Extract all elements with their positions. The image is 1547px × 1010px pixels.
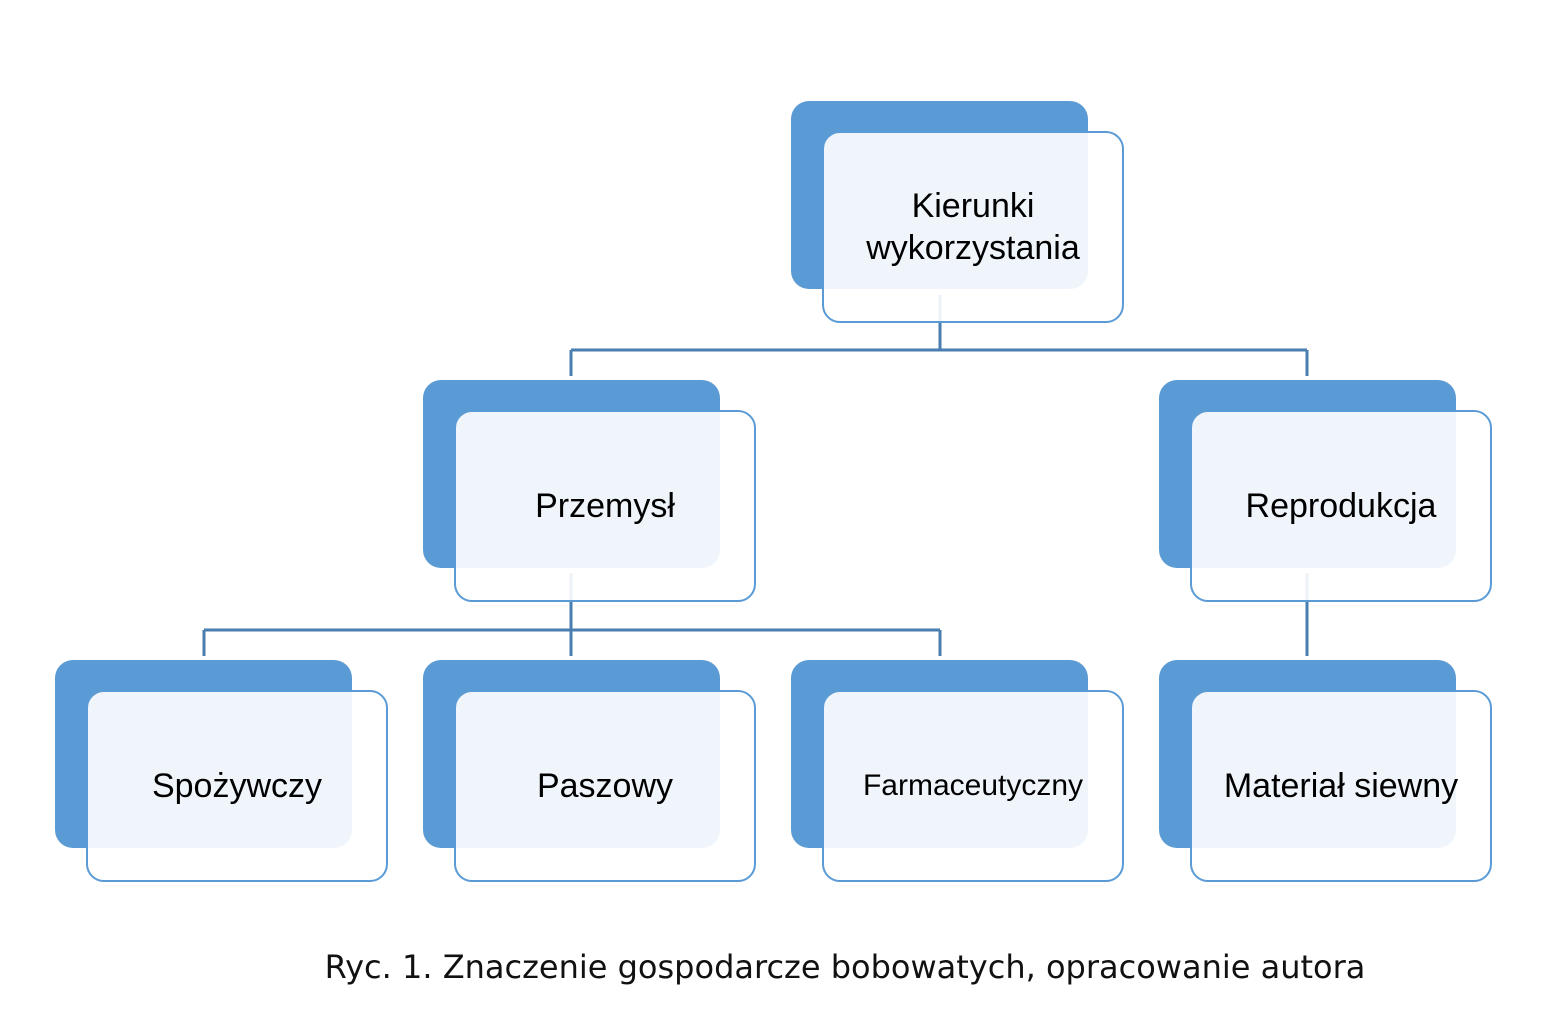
node-label: Materiał siewny (1223, 766, 1459, 805)
node-industry: Przemysł (423, 380, 756, 602)
node-pharma: Farmaceutyczny (791, 660, 1124, 882)
node-food: Spożywczy (55, 660, 388, 882)
node-label: Przemysł (535, 486, 675, 525)
figure-caption: Ryc. 1. Znaczenie gospodarcze bobowatych… (324, 948, 1366, 986)
node-feed: Paszowy (423, 660, 756, 882)
node-label: Farmaceutyczny (862, 769, 1084, 803)
node-label: Kierunki wykorzystania (866, 186, 1080, 268)
node-label: Reprodukcja (1245, 486, 1437, 525)
node-reproduction: Reprodukcja (1159, 380, 1492, 602)
node-label: Paszowy (536, 766, 674, 805)
node-root: Kierunki wykorzystania (791, 101, 1124, 323)
node-seed: Materiał siewny (1159, 660, 1492, 882)
node-label: Spożywczy (151, 766, 323, 805)
